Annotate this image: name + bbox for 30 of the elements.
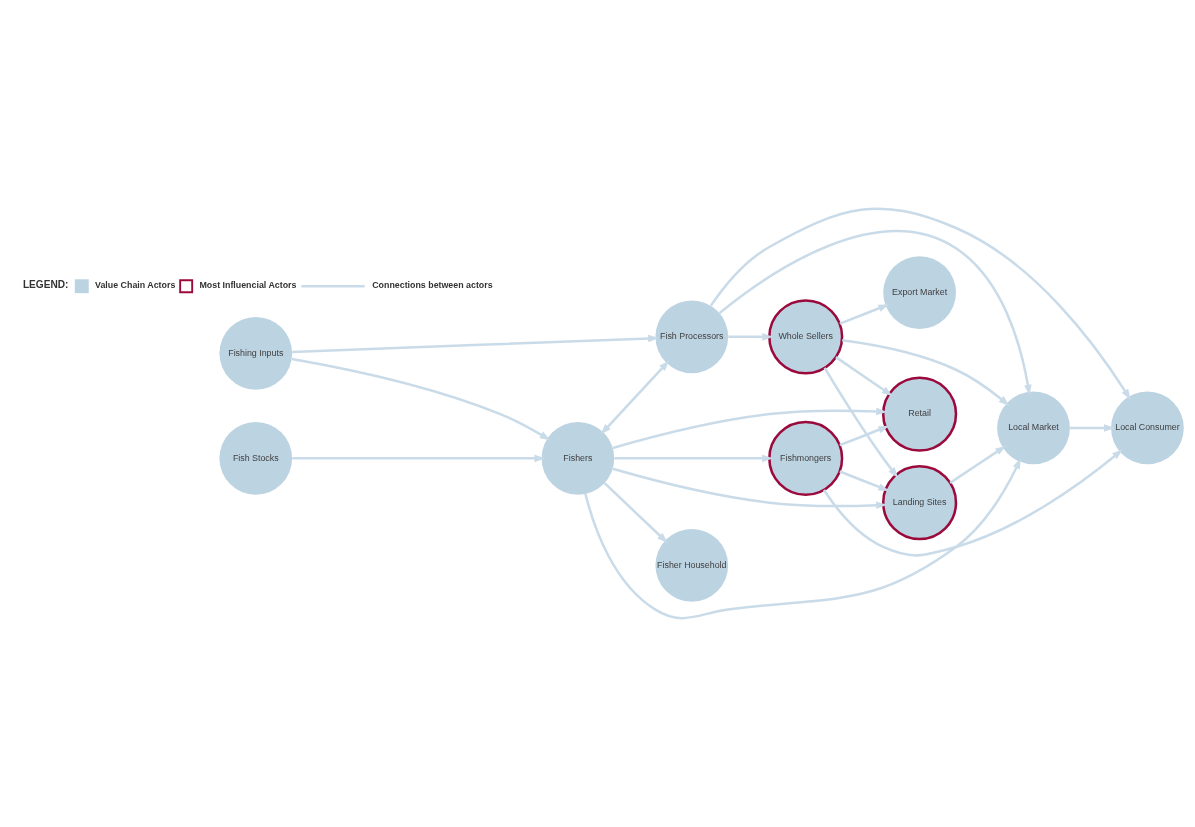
node-circle: Fishing Inputs bbox=[219, 316, 293, 390]
arrow bbox=[291, 357, 551, 441]
arrow bbox=[603, 482, 668, 544]
arrow bbox=[718, 229, 1032, 396]
arrow bbox=[949, 445, 1007, 484]
arrow bbox=[823, 367, 899, 478]
arrow bbox=[709, 207, 1131, 400]
legend-label: Most Influencial Actors bbox=[199, 279, 297, 290]
arrow bbox=[292, 454, 546, 463]
arrow bbox=[614, 454, 773, 463]
arrow bbox=[600, 360, 670, 435]
arrow bbox=[842, 339, 1010, 406]
arrow bbox=[839, 425, 890, 447]
arrow bbox=[839, 470, 890, 491]
node-circle: Fishmongers bbox=[768, 420, 844, 496]
arrow bbox=[612, 407, 887, 450]
node-circle: Export Market bbox=[883, 256, 956, 329]
arrow bbox=[822, 449, 1123, 557]
arrow bbox=[835, 356, 893, 396]
arrow bbox=[612, 467, 887, 509]
node-circle: Fish Stocks bbox=[219, 421, 293, 495]
arrow bbox=[584, 458, 1021, 620]
legend-label: Connections between actors bbox=[372, 279, 493, 290]
arrow bbox=[292, 334, 659, 354]
arrow bbox=[1070, 424, 1115, 432]
legend-label: Value Chain Actors bbox=[95, 279, 176, 290]
node-circle: Whole Sellers bbox=[768, 299, 844, 375]
arrow bbox=[728, 333, 774, 341]
arrow bbox=[839, 304, 890, 325]
label: LEGEND: bbox=[22, 279, 69, 290]
